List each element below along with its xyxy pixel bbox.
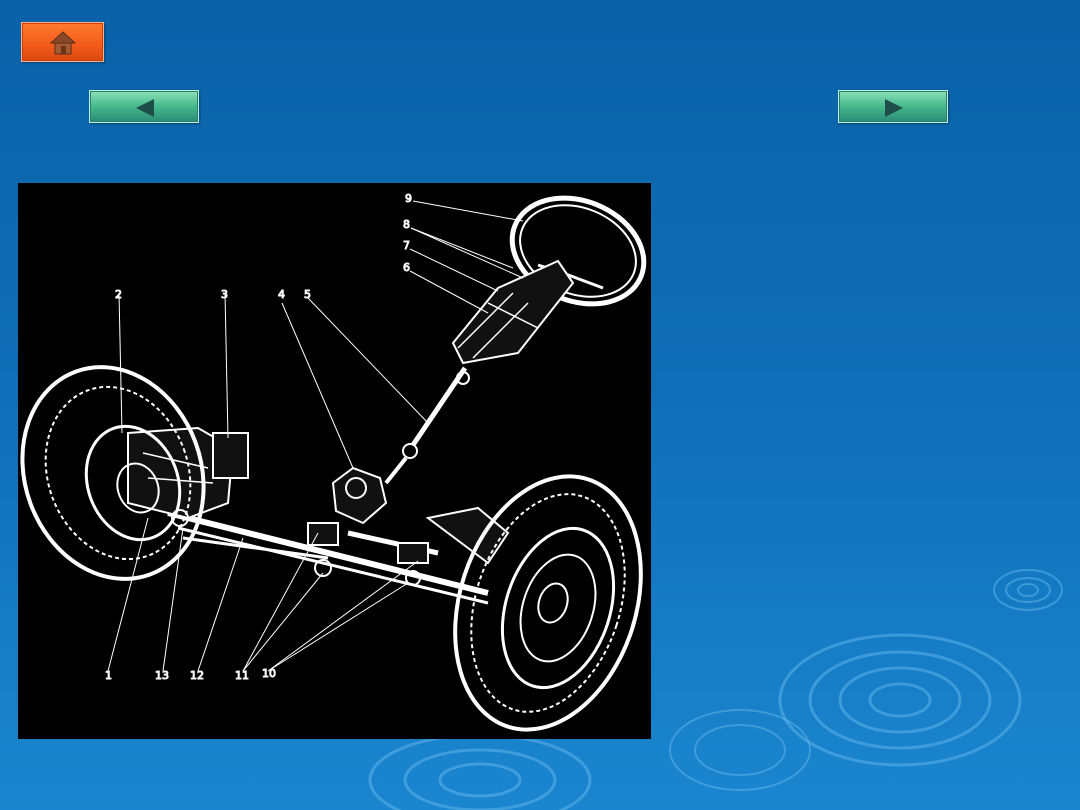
label-4: 4 xyxy=(278,288,285,301)
home-icon xyxy=(49,31,77,55)
label-7: 7 xyxy=(403,239,410,252)
label-6: 6 xyxy=(403,261,410,274)
previous-slide-button[interactable] xyxy=(89,90,199,123)
label-9: 9 xyxy=(405,192,412,205)
left-wheel xyxy=(20,365,206,581)
label-11: 11 xyxy=(235,669,249,682)
label-1: 1 xyxy=(105,669,112,682)
label-13: 13 xyxy=(155,669,169,682)
leader-lines xyxy=(107,200,524,672)
label-5: 5 xyxy=(304,288,311,301)
steering-column xyxy=(402,259,575,459)
left-knuckle xyxy=(127,426,249,527)
home-button[interactable] xyxy=(21,22,104,62)
steering-gearbox xyxy=(331,456,408,525)
triangle-right-icon xyxy=(885,99,903,117)
label-12: 12 xyxy=(190,669,204,682)
right-wheel xyxy=(453,474,643,732)
steering-system-diagram: 1 2 3 4 5 6 7 8 9 10 11 12 13 xyxy=(18,183,651,739)
label-10: 10 xyxy=(262,667,276,680)
label-3: 3 xyxy=(221,288,228,301)
triangle-left-icon xyxy=(136,99,154,117)
axle-assembly xyxy=(167,506,510,605)
label-2: 2 xyxy=(115,288,122,301)
label-8: 8 xyxy=(403,218,410,231)
next-slide-button[interactable] xyxy=(838,90,948,123)
